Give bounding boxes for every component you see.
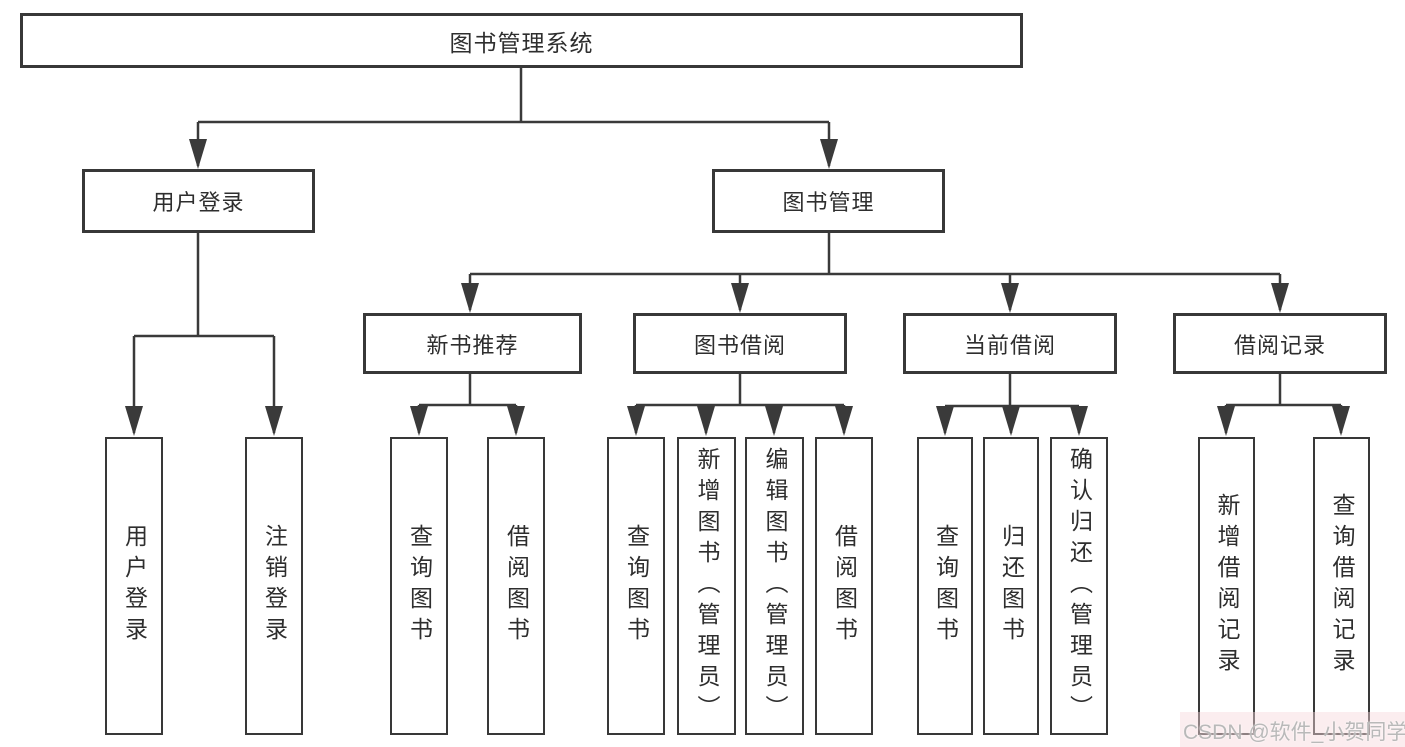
leaf-borrow-books-1-label: 借阅图书 [503, 524, 530, 648]
node-borrow-records-label: 借阅记录 [1233, 332, 1326, 358]
leaf-return-books-label: 归还图书 [998, 524, 1025, 648]
watermark-text: CSDN @软件_小贺同学 [1183, 721, 1405, 744]
node-root-system: 图书管理系统 [20, 13, 1023, 68]
leaf-query-books-2: 查询图书 [607, 437, 665, 735]
leaf-add-books-admin: 新增图书（管理员） [677, 437, 736, 735]
node-current-borrow-label: 当前借阅 [963, 332, 1056, 358]
node-book-management: 图书管理 [712, 169, 945, 233]
leaf-query-books-3: 查询图书 [917, 437, 973, 735]
node-book-borrow-label: 图书借阅 [693, 332, 786, 358]
leaf-edit-books-admin-label: 编辑图书（管理员） [762, 446, 788, 726]
leaf-query-books-1-label: 查询图书 [406, 524, 433, 648]
leaf-add-borrow-record-label: 新增借阅记录 [1214, 493, 1240, 679]
node-borrow-records: 借阅记录 [1173, 313, 1387, 374]
leaf-user-login-label: 用户登录 [121, 524, 148, 648]
node-book-borrow: 图书借阅 [633, 313, 847, 374]
leaf-logout-label: 注销登录 [261, 524, 288, 648]
leaf-borrow-books-1: 借阅图书 [487, 437, 545, 735]
leaf-query-borrow-record-label: 查询借阅记录 [1329, 493, 1355, 679]
leaf-borrow-books-2: 借阅图书 [815, 437, 873, 735]
node-current-borrow: 当前借阅 [903, 313, 1117, 374]
watermark-highlight-band [1180, 712, 1405, 747]
leaf-return-books: 归还图书 [983, 437, 1039, 735]
leaf-edit-books-admin: 编辑图书（管理员） [745, 437, 804, 735]
leaf-query-books-2-label: 查询图书 [623, 524, 650, 648]
leaf-logout: 注销登录 [245, 437, 303, 735]
leaf-confirm-return-admin: 确认归还（管理员） [1050, 437, 1108, 735]
leaf-add-borrow-record: 新增借阅记录 [1198, 437, 1255, 735]
node-new-book-recommend: 新书推荐 [363, 313, 582, 374]
node-user-login-label: 用户登录 [152, 190, 245, 215]
leaf-query-books-1: 查询图书 [390, 437, 448, 735]
leaf-query-books-3-label: 查询图书 [932, 524, 959, 648]
node-root-label: 图书管理系统 [449, 29, 594, 56]
leaf-query-borrow-record: 查询借阅记录 [1313, 437, 1370, 735]
leaf-borrow-books-2-label: 借阅图书 [831, 524, 858, 648]
node-user-login: 用户登录 [82, 169, 315, 233]
leaf-confirm-return-admin-label: 确认归还（管理员） [1066, 446, 1093, 726]
node-book-management-label: 图书管理 [782, 190, 875, 215]
leaf-user-login: 用户登录 [105, 437, 163, 735]
node-new-book-recommend-label: 新书推荐 [426, 332, 519, 358]
leaf-add-books-admin-label: 新增图书（管理员） [694, 446, 720, 726]
